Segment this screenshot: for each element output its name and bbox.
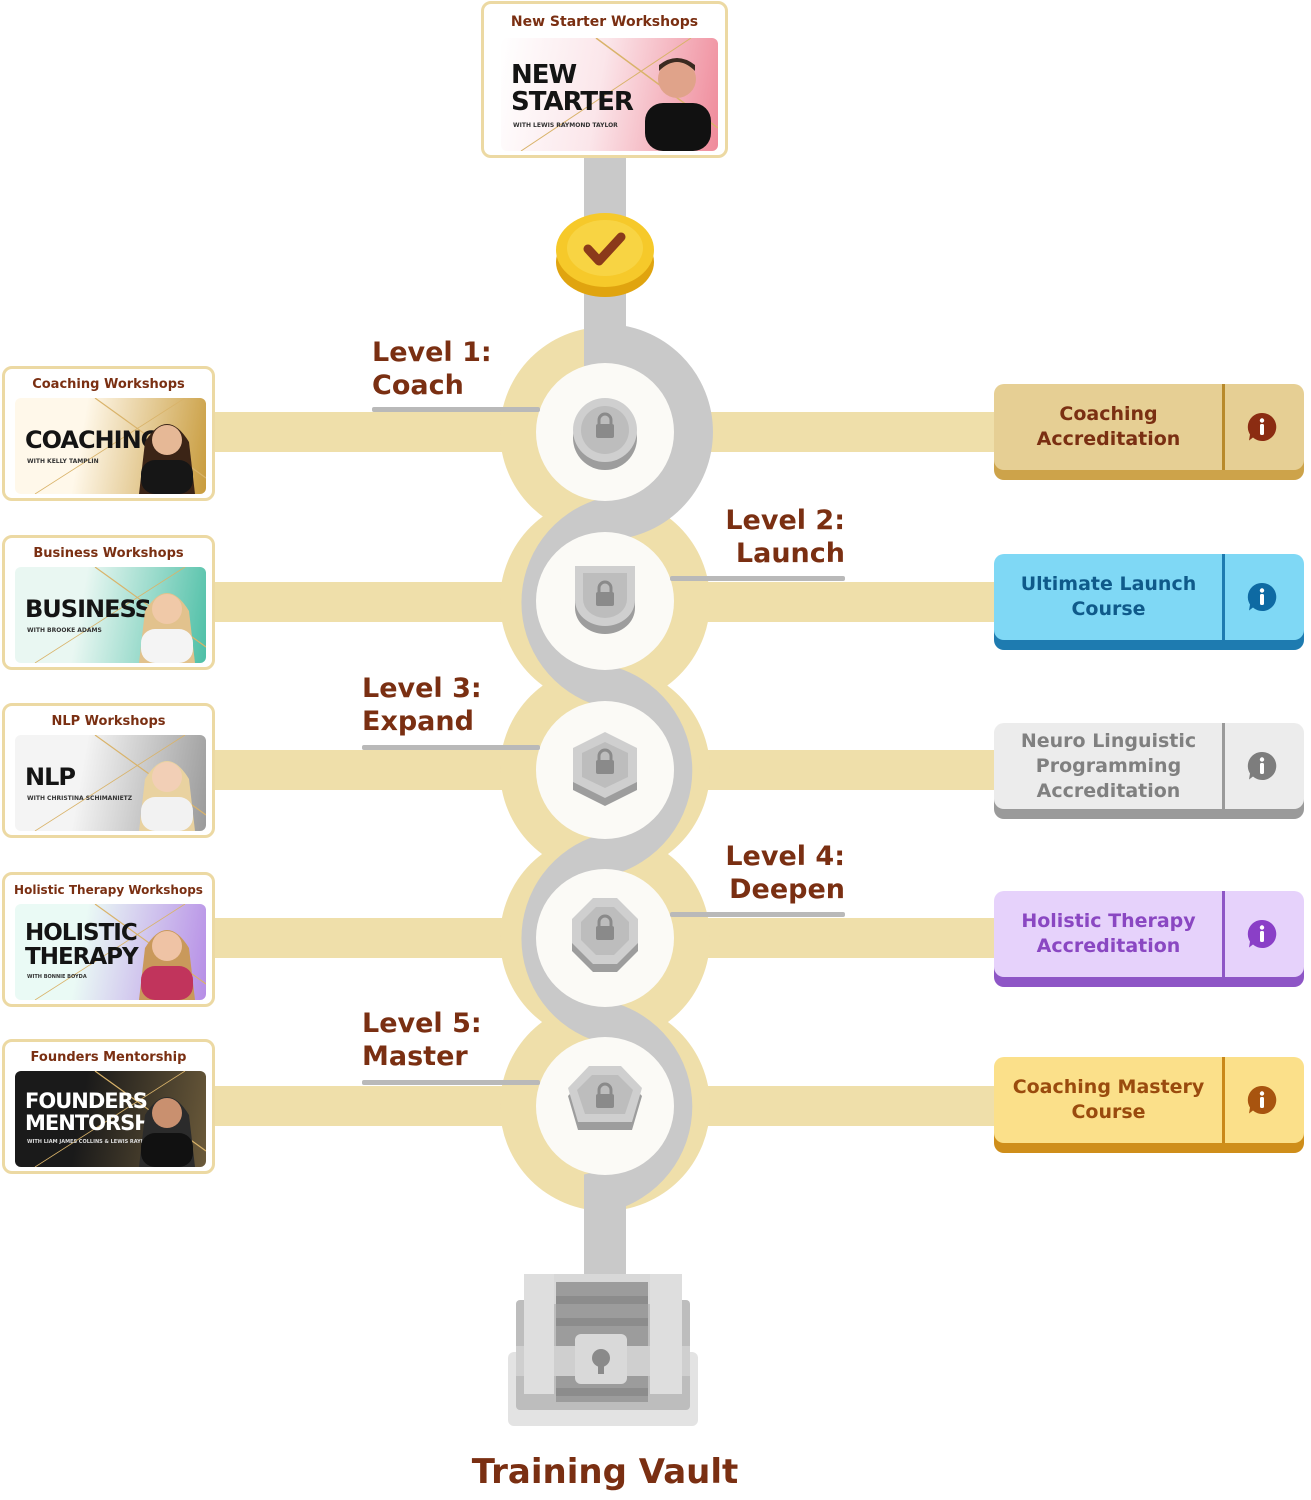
level-number: Level 1: xyxy=(372,337,492,368)
lock-badge-level-3 xyxy=(573,732,637,806)
button-divider xyxy=(1222,1057,1225,1143)
info-icon[interactable] xyxy=(1246,750,1278,782)
accreditation-label: Holistic Therapy Accreditation xyxy=(1021,910,1196,957)
thumb-subtitle: WITH CHRISTINA SCHIMANIETZ xyxy=(27,795,133,802)
workshop-thumbnail: NLP WITH CHRISTINA SCHIMANIETZ xyxy=(15,735,206,831)
thumb-line-1: HOLISTIC xyxy=(25,920,138,946)
accreditation-label: Neuro Linguistic Programming Accreditati… xyxy=(1020,729,1197,802)
card-title: Holistic Therapy Workshops xyxy=(14,883,203,897)
level-number: Level 5: xyxy=(362,1008,482,1039)
thumb-line-1: FOUNDERS xyxy=(25,1089,148,1113)
level-name: Deepen xyxy=(729,874,845,905)
lock-badge-level-1 xyxy=(573,398,637,470)
new-starter-workshop-card[interactable]: New Starter Workshops NEW STARTER WITH L… xyxy=(481,1,728,158)
thumb-subtitle: WITH LEWIS RAYMOND TAYLOR xyxy=(513,122,618,129)
presenter-portrait xyxy=(139,761,195,831)
thumb-line-1: NEW xyxy=(511,60,577,90)
level-2-title: Level 2: Launch xyxy=(670,504,845,570)
card-title: Founders Mentorship xyxy=(30,1050,187,1065)
level-number: Level 3: xyxy=(362,673,482,704)
card-title: NLP Workshops xyxy=(51,714,166,729)
button-divider xyxy=(1222,384,1225,470)
thumb-subtitle: WITH LIAM JAMES COLLINS & LEWIS RAYMOND … xyxy=(27,1139,182,1145)
workshop-thumbnail: COACHING WITH KELLY TAMPLIN xyxy=(15,398,206,494)
coaching-mastery-course-button[interactable]: Coaching Mastery Course xyxy=(994,1057,1304,1153)
level-1-title: Level 1: Coach xyxy=(372,336,492,402)
level-name: Coach xyxy=(372,370,464,401)
info-icon[interactable] xyxy=(1246,581,1278,613)
level-name: Expand xyxy=(362,706,474,737)
thumb-word: COACHING xyxy=(25,426,160,454)
thumb-word: NLP xyxy=(25,763,76,791)
level-number: Level 2: xyxy=(725,505,845,536)
accreditation-label: Ultimate Launch Course xyxy=(1020,573,1197,620)
workshop-thumbnail: BUSINESS WITH BROOKE ADAMS xyxy=(15,567,206,663)
thumb-subtitle: WITH BROOKE ADAMS xyxy=(27,627,102,634)
level-5-title: Level 5: Master xyxy=(362,1007,482,1073)
level-3-title: Level 3: Expand xyxy=(362,672,482,738)
coaching-accreditation-button[interactable]: Coaching Accreditation xyxy=(994,384,1304,480)
thumb-subtitle: WITH KELLY TAMPLIN xyxy=(27,458,99,465)
presenter-portrait xyxy=(139,1097,195,1167)
level-name: Launch xyxy=(735,538,845,569)
presenter-portrait xyxy=(139,424,195,494)
info-icon[interactable] xyxy=(1246,918,1278,950)
info-icon[interactable] xyxy=(1246,1084,1278,1116)
presenter-portrait xyxy=(645,58,711,151)
button-divider xyxy=(1222,554,1225,640)
label-underlines xyxy=(362,407,845,1085)
new-starter-thumbnail: NEW STARTER WITH LEWIS RAYMOND TAYLOR xyxy=(501,38,718,151)
info-icon[interactable] xyxy=(1246,411,1278,443)
card-title: New Starter Workshops xyxy=(510,14,699,30)
lock-badge-level-5 xyxy=(568,1066,642,1130)
card-title: Coaching Workshops xyxy=(32,377,185,392)
accreditation-label: Coaching Mastery Course xyxy=(1012,1076,1205,1123)
thumb-line-2: THERAPY xyxy=(25,944,139,970)
nlp-accreditation-button[interactable]: Neuro Linguistic Programming Accreditati… xyxy=(994,723,1304,819)
presenter-portrait xyxy=(139,593,195,663)
presenter-portrait xyxy=(139,930,195,1000)
lock-badge-level-4 xyxy=(572,898,638,972)
thumb-subtitle: WITH BONNIE BOYDA xyxy=(27,974,87,980)
check-coin-icon xyxy=(556,213,654,297)
thumb-line-2: STARTER xyxy=(511,87,634,117)
lock-badge-level-2 xyxy=(575,566,635,634)
level-name: Master xyxy=(362,1041,468,1072)
training-vault-title: Training Vault xyxy=(471,1452,739,1492)
thumb-line-2: MENTORSHIP xyxy=(25,1111,173,1135)
button-divider xyxy=(1222,891,1225,977)
button-divider xyxy=(1222,723,1225,809)
level-number: Level 4: xyxy=(725,841,845,872)
vault-chest-icon xyxy=(508,1274,698,1426)
holistic-therapy-accreditation-button[interactable]: Holistic Therapy Accreditation xyxy=(994,891,1304,987)
card-title: Business Workshops xyxy=(33,546,184,561)
thumb-word: BUSINESS xyxy=(25,595,152,623)
ultimate-launch-course-button[interactable]: Ultimate Launch Course xyxy=(994,554,1304,650)
accreditation-label: Coaching Accreditation xyxy=(1036,403,1181,450)
level-4-title: Level 4: Deepen xyxy=(670,840,845,906)
